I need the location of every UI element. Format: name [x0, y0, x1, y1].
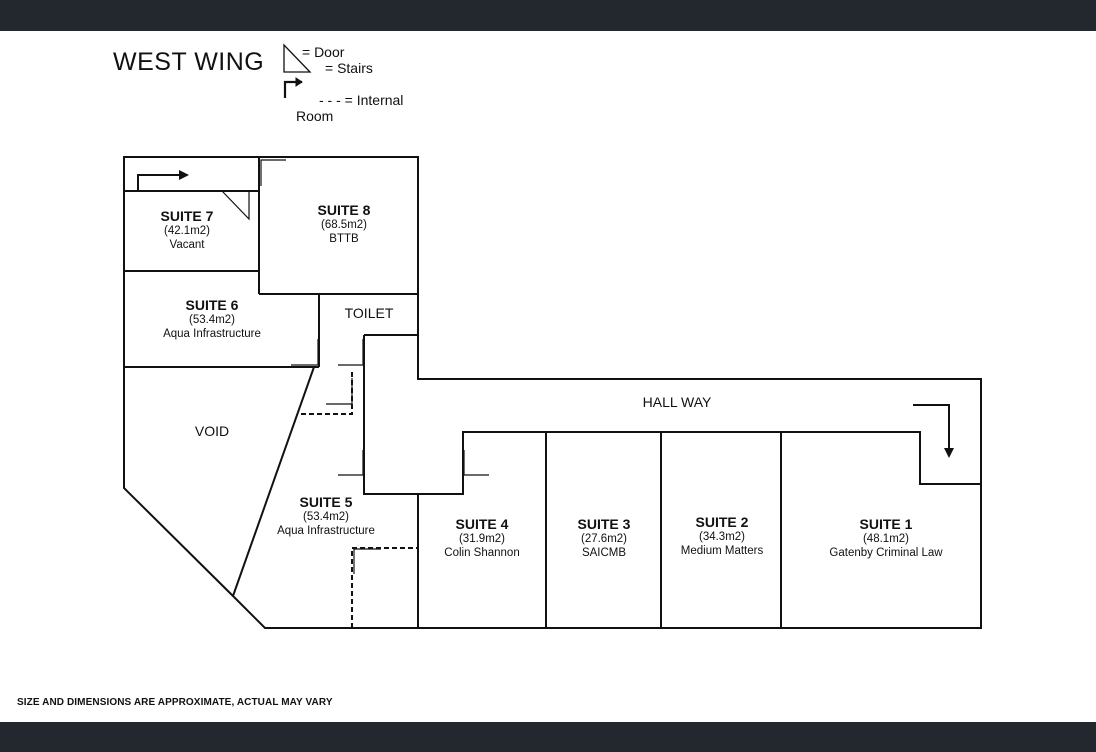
suite1-area: (48.1m2): [862, 532, 910, 545]
hallway-label: HALL WAY: [642, 394, 712, 410]
door-icon: [463, 450, 489, 476]
stairs-arrow-icon: [137, 174, 180, 191]
door-icon: [221, 190, 250, 221]
corridor-wall: [363, 335, 981, 495]
suite3-tenant: SAICMB: [581, 546, 627, 559]
suite7-name: SUITE 7: [160, 208, 214, 224]
stairs-arrow-icon: [913, 404, 950, 450]
suite2-tenant: Medium Matters: [680, 544, 764, 557]
legend-door-icon: [283, 43, 312, 73]
door-icon: [326, 378, 353, 405]
stairs-arrowhead-icon: [179, 170, 189, 180]
suite1-name: SUITE 1: [859, 516, 913, 532]
door-icon: [291, 339, 319, 366]
suite5-label: SUITE 5 (53.4m2) Aqua Infrastructure: [277, 494, 375, 538]
suite3-label: SUITE 3 (27.6m2) SAICMB: [578, 516, 631, 560]
suite5-name: SUITE 5: [299, 494, 353, 510]
door-icon: [353, 548, 381, 574]
door-icon: [260, 159, 286, 186]
legend-stairs-arrowhead-icon: [295, 77, 303, 87]
suite6-name: SUITE 6: [185, 297, 239, 313]
suite5-tenant: Aqua Infrastructure: [277, 524, 375, 537]
outer-wall: [123, 156, 982, 629]
page-title: WEST WING: [113, 48, 265, 76]
legend-stairs-icon: [283, 80, 302, 98]
suite4-area: (31.9m2): [458, 532, 506, 545]
toilet-label: TOILET: [344, 305, 394, 321]
suite1-tenant: Gatenby Criminal Law: [829, 546, 943, 559]
suite4-label: SUITE 4 (31.9m2) Colin Shannon: [444, 516, 519, 560]
legend-internal-room-label: Room: [296, 108, 334, 124]
suite8-name: SUITE 8: [317, 202, 371, 218]
suite4-name: SUITE 4: [455, 516, 509, 532]
void-label: VOID: [194, 423, 230, 439]
internal-room-lower: [351, 547, 418, 628]
door-icon: [338, 450, 364, 476]
legend-stairs-label: = Stairs: [325, 60, 373, 76]
void-wall: [232, 366, 315, 597]
bottom-bar: [0, 722, 1096, 752]
disclaimer: SIZE AND DIMENSIONS ARE APPROXIMATE, ACT…: [17, 697, 333, 708]
suite2-name: SUITE 2: [695, 514, 749, 530]
suite8-label: SUITE 8 (68.5m2) BTTB: [318, 202, 371, 246]
internal-room-upper: [301, 370, 353, 415]
suite4-tenant: Colin Shannon: [444, 546, 520, 559]
suite5-area: (53.4m2): [302, 510, 350, 523]
suite7-area: (42.1m2): [163, 224, 211, 237]
suite6-label: SUITE 6 (53.4m2) Aqua Infrastructure: [163, 297, 261, 341]
suite8-tenant: BTTB: [329, 232, 359, 245]
suite3-area: (27.6m2): [580, 532, 628, 545]
suite8-area: (68.5m2): [320, 218, 368, 231]
suite6-tenant: Aqua Infrastructure: [163, 327, 261, 340]
door-icon: [338, 339, 364, 366]
suite7-label: SUITE 7 (42.1m2) Vacant: [161, 208, 214, 252]
suite6-area: (53.4m2): [188, 313, 236, 326]
suite3-name: SUITE 3: [577, 516, 631, 532]
top-bar: [0, 0, 1096, 31]
suite2-area: (34.3m2): [698, 530, 746, 543]
stairs-arrowhead-icon: [944, 448, 954, 458]
legend-internal-label: - - - = Internal: [319, 92, 404, 108]
suite7-tenant: Vacant: [169, 238, 205, 251]
suite2-label: SUITE 2 (34.3m2) Medium Matters: [681, 514, 763, 558]
legend-door-label: = Door: [302, 44, 345, 60]
suite1-label: SUITE 1 (48.1m2) Gatenby Criminal Law: [829, 516, 942, 560]
